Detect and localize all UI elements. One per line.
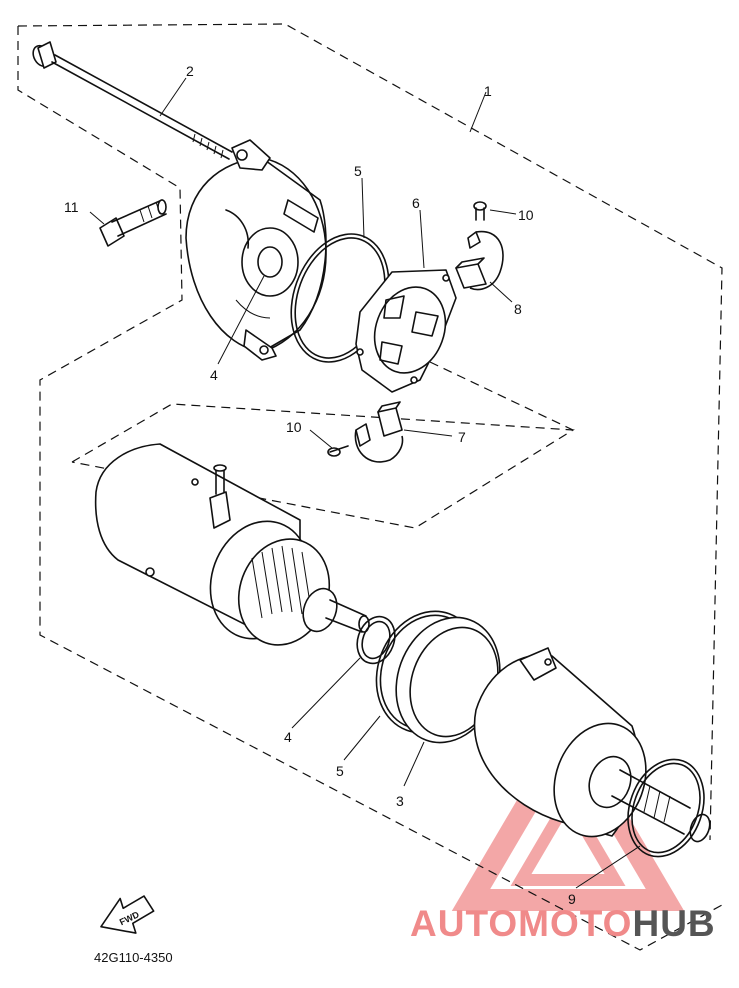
callout-1: 1	[484, 83, 492, 99]
callout-4-top: 4	[210, 367, 218, 383]
fwd-arrow-icon: FWD	[100, 895, 155, 934]
through-bolt	[32, 41, 233, 160]
starter-yoke	[94, 443, 370, 646]
commutator	[251, 545, 313, 619]
watermark-text-hub: HUB	[632, 903, 715, 944]
callout-6: 6	[412, 195, 420, 211]
callout-labels: 1 2 11 5 6 10 8 4 10 7 4 5 3 9	[64, 63, 576, 907]
o-ring-front	[627, 758, 705, 858]
callout-8: 8	[514, 301, 522, 317]
callout-10-lower: 10	[286, 419, 302, 435]
callout-10-top: 10	[518, 207, 534, 223]
callout-11: 11	[64, 199, 79, 215]
callout-4-lower: 4	[284, 729, 292, 745]
callout-9: 9	[568, 891, 576, 907]
leader-lines	[89, 77, 641, 889]
front-cover	[473, 647, 711, 843]
assembly-boundary-lines	[17, 23, 723, 951]
brush-plate	[355, 269, 457, 393]
callout-5-lower: 5	[336, 763, 344, 779]
callout-5-top: 5	[354, 163, 362, 179]
callout-3: 3	[396, 793, 404, 809]
screw-top	[473, 201, 487, 221]
rear-end-cover	[185, 139, 327, 361]
brush-holder-top	[455, 230, 504, 291]
screw-lower	[327, 445, 349, 457]
washer-lower	[356, 615, 396, 665]
callout-7: 7	[458, 429, 466, 445]
brush-holder-lower	[354, 401, 404, 463]
diagram-code: 42G110-4350	[94, 950, 173, 965]
watermark-text: AUTOMOTOHUB	[410, 903, 716, 944]
mounting-bolt	[99, 199, 167, 247]
watermark-text-automoto: AUTOMOTO	[410, 903, 632, 944]
callout-2: 2	[186, 63, 194, 79]
